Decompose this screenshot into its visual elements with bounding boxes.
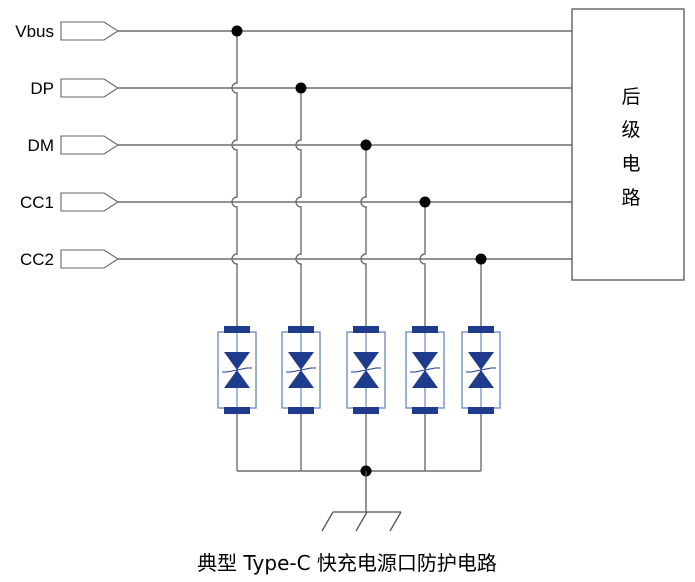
signal-label-vbus: Vbus <box>15 22 54 41</box>
tvs-diode-icon <box>346 326 386 414</box>
tvs-diode-icon <box>217 326 257 414</box>
port-dp-icon <box>60 78 120 98</box>
block-char-1: 后 <box>621 86 640 108</box>
tap-line-1 <box>231 31 238 326</box>
port-cc1-icon <box>60 192 120 212</box>
junction-node-2 <box>295 82 307 94</box>
junction-node-3 <box>360 139 372 151</box>
tap-line-2 <box>295 88 302 326</box>
wires <box>118 30 572 472</box>
junction-node-1 <box>231 25 243 37</box>
tap-line-4 <box>419 202 426 326</box>
signal-label-cc2: CC2 <box>20 250 54 269</box>
block-char-3: 电 <box>621 153 640 175</box>
tap-line-3 <box>360 145 367 326</box>
diagram-title: 典型 Type-C 快充电源口防护电路 <box>197 551 497 575</box>
port-vbus-icon <box>60 21 120 41</box>
signal-label-cc1: CC1 <box>20 193 54 212</box>
tvs-diode-icon <box>461 326 501 414</box>
block-char-4: 路 <box>621 187 640 209</box>
ground-symbol-icon <box>321 471 402 532</box>
block-char-2: 级 <box>621 119 640 141</box>
port-dm-icon <box>60 135 120 155</box>
tvs-diode-icon <box>281 326 321 414</box>
downstream-block-rect <box>571 8 685 281</box>
signal-label-dp: DP <box>30 79 54 98</box>
junction-node-4 <box>419 196 431 208</box>
junction-node-5 <box>475 253 487 265</box>
tvs-diode-icon <box>405 326 445 414</box>
port-cc2-icon <box>60 249 120 269</box>
tvs-diodes <box>217 326 501 414</box>
signal-label-dm: DM <box>28 136 54 155</box>
junction-nodes <box>231 25 487 477</box>
downstream-block: 后 级 电 路 <box>571 8 685 281</box>
